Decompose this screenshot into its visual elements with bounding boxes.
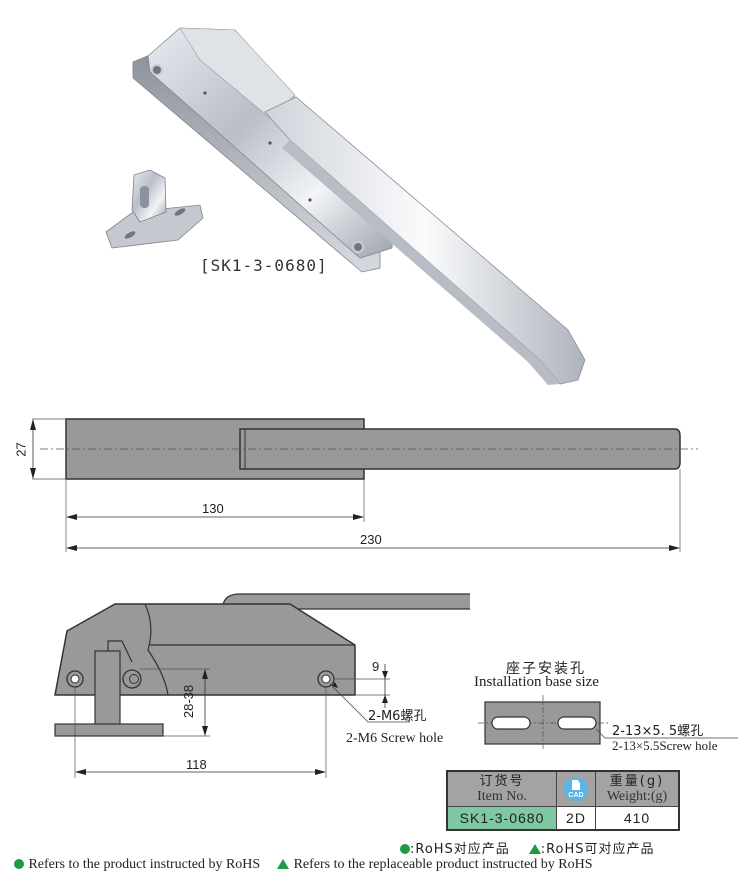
top-view-drawing: 27 130 230 [0, 400, 750, 560]
table-row: SK1-3-0680 2D 410 [446, 806, 680, 831]
dim-strike-range: 28-38 [181, 684, 197, 719]
header-item-no: 订货号 Item No. [446, 770, 557, 807]
installation-base: 座子安装孔 Installation base size 2-13×5. 5螺孔… [470, 650, 750, 760]
base-title-zh: 座子安装孔 [506, 661, 586, 677]
model-label: [SK1-3-0680] [200, 256, 328, 275]
spec-table: 订货号 Item No. CAD 重量(g) Weight:(g) SK1-3-… [446, 770, 680, 831]
screw-hole-label-en: 2-M6 Screw hole [346, 731, 444, 746]
legend-zh: :RoHS对应产品 :RoHS可对应产品 [400, 838, 655, 858]
weight-cell: 410 [595, 806, 680, 831]
item-no-cell: SK1-3-0680 [446, 806, 557, 831]
slot-label-zh: 2-13×5. 5螺孔 [612, 724, 704, 739]
rohs-triangle-icon [528, 843, 541, 854]
rohs-dot-icon [14, 858, 24, 869]
cad-link[interactable]: 2D [556, 806, 596, 831]
legend-en: Refers to the product instructed by RoHS… [14, 855, 593, 873]
dim-body-length: 130 [202, 501, 224, 516]
slot-label-en: 2-13×5.5Screw hole [612, 738, 718, 753]
side-view-drawing: 9 28-38 118 2-M6螺孔 2-M6 Screw hole [0, 580, 470, 780]
base-title-en: Installation base size [474, 674, 599, 690]
strike-keeper [105, 169, 204, 249]
screw-hole-label-zh: 2-M6螺孔 [368, 709, 427, 724]
header-cad: CAD [556, 770, 596, 807]
product-photo: [SK1-3-0680] [0, 0, 750, 395]
latch-handle [264, 96, 586, 385]
cad-file-icon: CAD [564, 777, 588, 801]
rohs-dot-icon [400, 843, 410, 854]
dim-height: 27 [13, 442, 29, 457]
dim-total-length: 230 [360, 532, 382, 547]
header-weight: 重量(g) Weight:(g) [595, 770, 680, 807]
dim-hole-spacing: 118 [186, 757, 207, 772]
dim-hole-offset: 9 [372, 659, 380, 674]
rohs-triangle-icon [277, 858, 290, 869]
